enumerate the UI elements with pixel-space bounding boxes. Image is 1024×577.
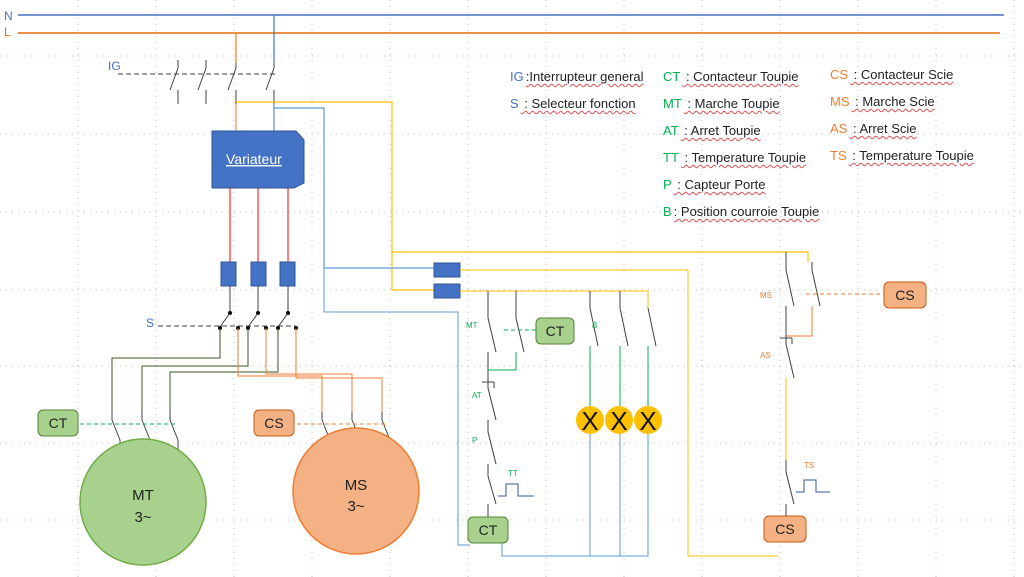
ct-coil-label: CT — [479, 522, 498, 538]
lamp-1: X — [576, 406, 604, 436]
lamp-3-label: X — [639, 406, 656, 436]
cs-control-line: MS AS TS — [760, 252, 884, 518]
motor-mt-name: MT — [132, 487, 154, 504]
legend-entry: IG:Interrupteur general — [510, 63, 644, 90]
legend-key: S — [510, 96, 519, 111]
motor-ms-name: MS — [345, 477, 368, 494]
cs-coil-tag-top-label: CS — [895, 287, 914, 303]
live-rail-label: L — [4, 25, 11, 39]
legend-description: : Capteur Porte — [673, 177, 766, 192]
cs-motor-tag: CS — [253, 409, 295, 437]
legend-entry: MT : Marche Toupie — [663, 90, 819, 117]
legend-key: AS — [830, 121, 848, 136]
legend-entry: CT : Contacteur Toupie — [663, 63, 819, 90]
variateur-label: Variateur — [226, 151, 282, 167]
ct-coil-tag-top: CT — [535, 317, 575, 345]
power-rails: N L — [4, 9, 1004, 39]
legend-description: : Selecteur fonction — [520, 96, 636, 111]
contact-p-label: P — [472, 436, 477, 445]
legend-description: : Marche Scie — [851, 94, 935, 109]
cs-motor-tag-label: CS — [264, 415, 283, 431]
ct-coil: CT — [467, 516, 509, 544]
lamp-3: X — [634, 406, 662, 436]
control-fuse-live — [433, 283, 461, 299]
contact-ms-label: MS — [760, 291, 772, 300]
legend-key: P — [663, 177, 672, 192]
ig-output-wires — [235, 101, 809, 291]
control-fuses — [323, 262, 778, 557]
fuse-1 — [220, 261, 237, 287]
legend-key: TT — [663, 150, 679, 165]
legend-description: : Contacteur Toupie — [682, 69, 799, 84]
contact-at-label: AT — [472, 391, 482, 400]
contact-tt-label: TT — [508, 469, 518, 478]
legend-description: : Contacteur Scie — [850, 67, 954, 82]
legend-key: MT — [663, 96, 682, 111]
legend-entry: S : Selecteur fonction — [510, 90, 644, 117]
lamp-circuit: B — [589, 307, 657, 406]
legend-entry: CS : Contacteur Scie — [830, 61, 974, 88]
ct-coil-tag-top-label: CT — [546, 323, 565, 339]
motor-mt: MT 3~ — [79, 438, 207, 566]
variateur-output — [220, 188, 296, 312]
legend-key: AT — [663, 123, 679, 138]
legend-description: : Arret Scie — [849, 121, 917, 136]
legend-entry: AT : Arret Toupie — [663, 117, 819, 144]
contact-mt-label: MT — [466, 321, 478, 330]
ct-motor-tag-label: CT — [49, 415, 68, 431]
legend-key: MS — [830, 94, 850, 109]
general-switch-ig: IG — [108, 15, 276, 104]
legend-entry: TT : Temperature Toupie — [663, 144, 819, 171]
legend-key: CS — [830, 67, 849, 82]
legend-entry: TS : Temperature Toupie — [830, 142, 974, 169]
ct-control-line: MT AT P TT — [466, 308, 538, 518]
legend-entry: MS : Marche Scie — [830, 88, 974, 115]
control-fuse-neutral — [433, 262, 461, 278]
legend-key: TS — [830, 148, 847, 163]
lamp-1-label: X — [581, 406, 598, 436]
fuse-3 — [279, 261, 296, 287]
cs-coil-tag-top: CS — [883, 281, 927, 309]
legend-entry: AS : Arret Scie — [830, 115, 974, 142]
lamp-2: X — [605, 406, 633, 436]
selector-switch-s: S — [146, 311, 298, 330]
s-label: S — [146, 316, 154, 330]
motor-mt-phase: 3~ — [134, 509, 151, 526]
motor-ms: MS 3~ — [292, 427, 420, 555]
ct-motor-tag: CT — [37, 409, 79, 437]
legend-entry: B: Position courroie Toupie — [663, 198, 819, 225]
contact-b-label: B — [592, 321, 597, 330]
legend-description: : Temperature Toupie — [680, 150, 807, 165]
legend-key: IG — [510, 69, 524, 84]
legend-key: CT — [663, 69, 681, 84]
fuse-2 — [250, 261, 267, 287]
lamp-2-label: X — [610, 406, 627, 436]
legend-entry: P : Capteur Porte — [663, 171, 819, 198]
contact-as-label: AS — [760, 351, 771, 360]
legend-description: : Arret Toupie — [680, 123, 761, 138]
legend-description: : Position courroie Toupie — [673, 204, 820, 219]
cs-coil-label: CS — [775, 521, 794, 537]
legend-description: :Interrupteur general — [525, 69, 644, 84]
variateur-box: Variateur — [211, 130, 305, 189]
motor-ms-phase: 3~ — [347, 498, 364, 515]
legend-description: : Temperature Toupie — [848, 148, 974, 163]
ig-label: IG — [108, 59, 121, 73]
legend-key: B — [663, 204, 672, 219]
legend-description: : Marche Toupie — [683, 96, 780, 111]
cs-coil: CS — [763, 515, 807, 543]
contact-ts-label: TS — [804, 461, 814, 470]
neutral-rail-label: N — [4, 9, 13, 23]
